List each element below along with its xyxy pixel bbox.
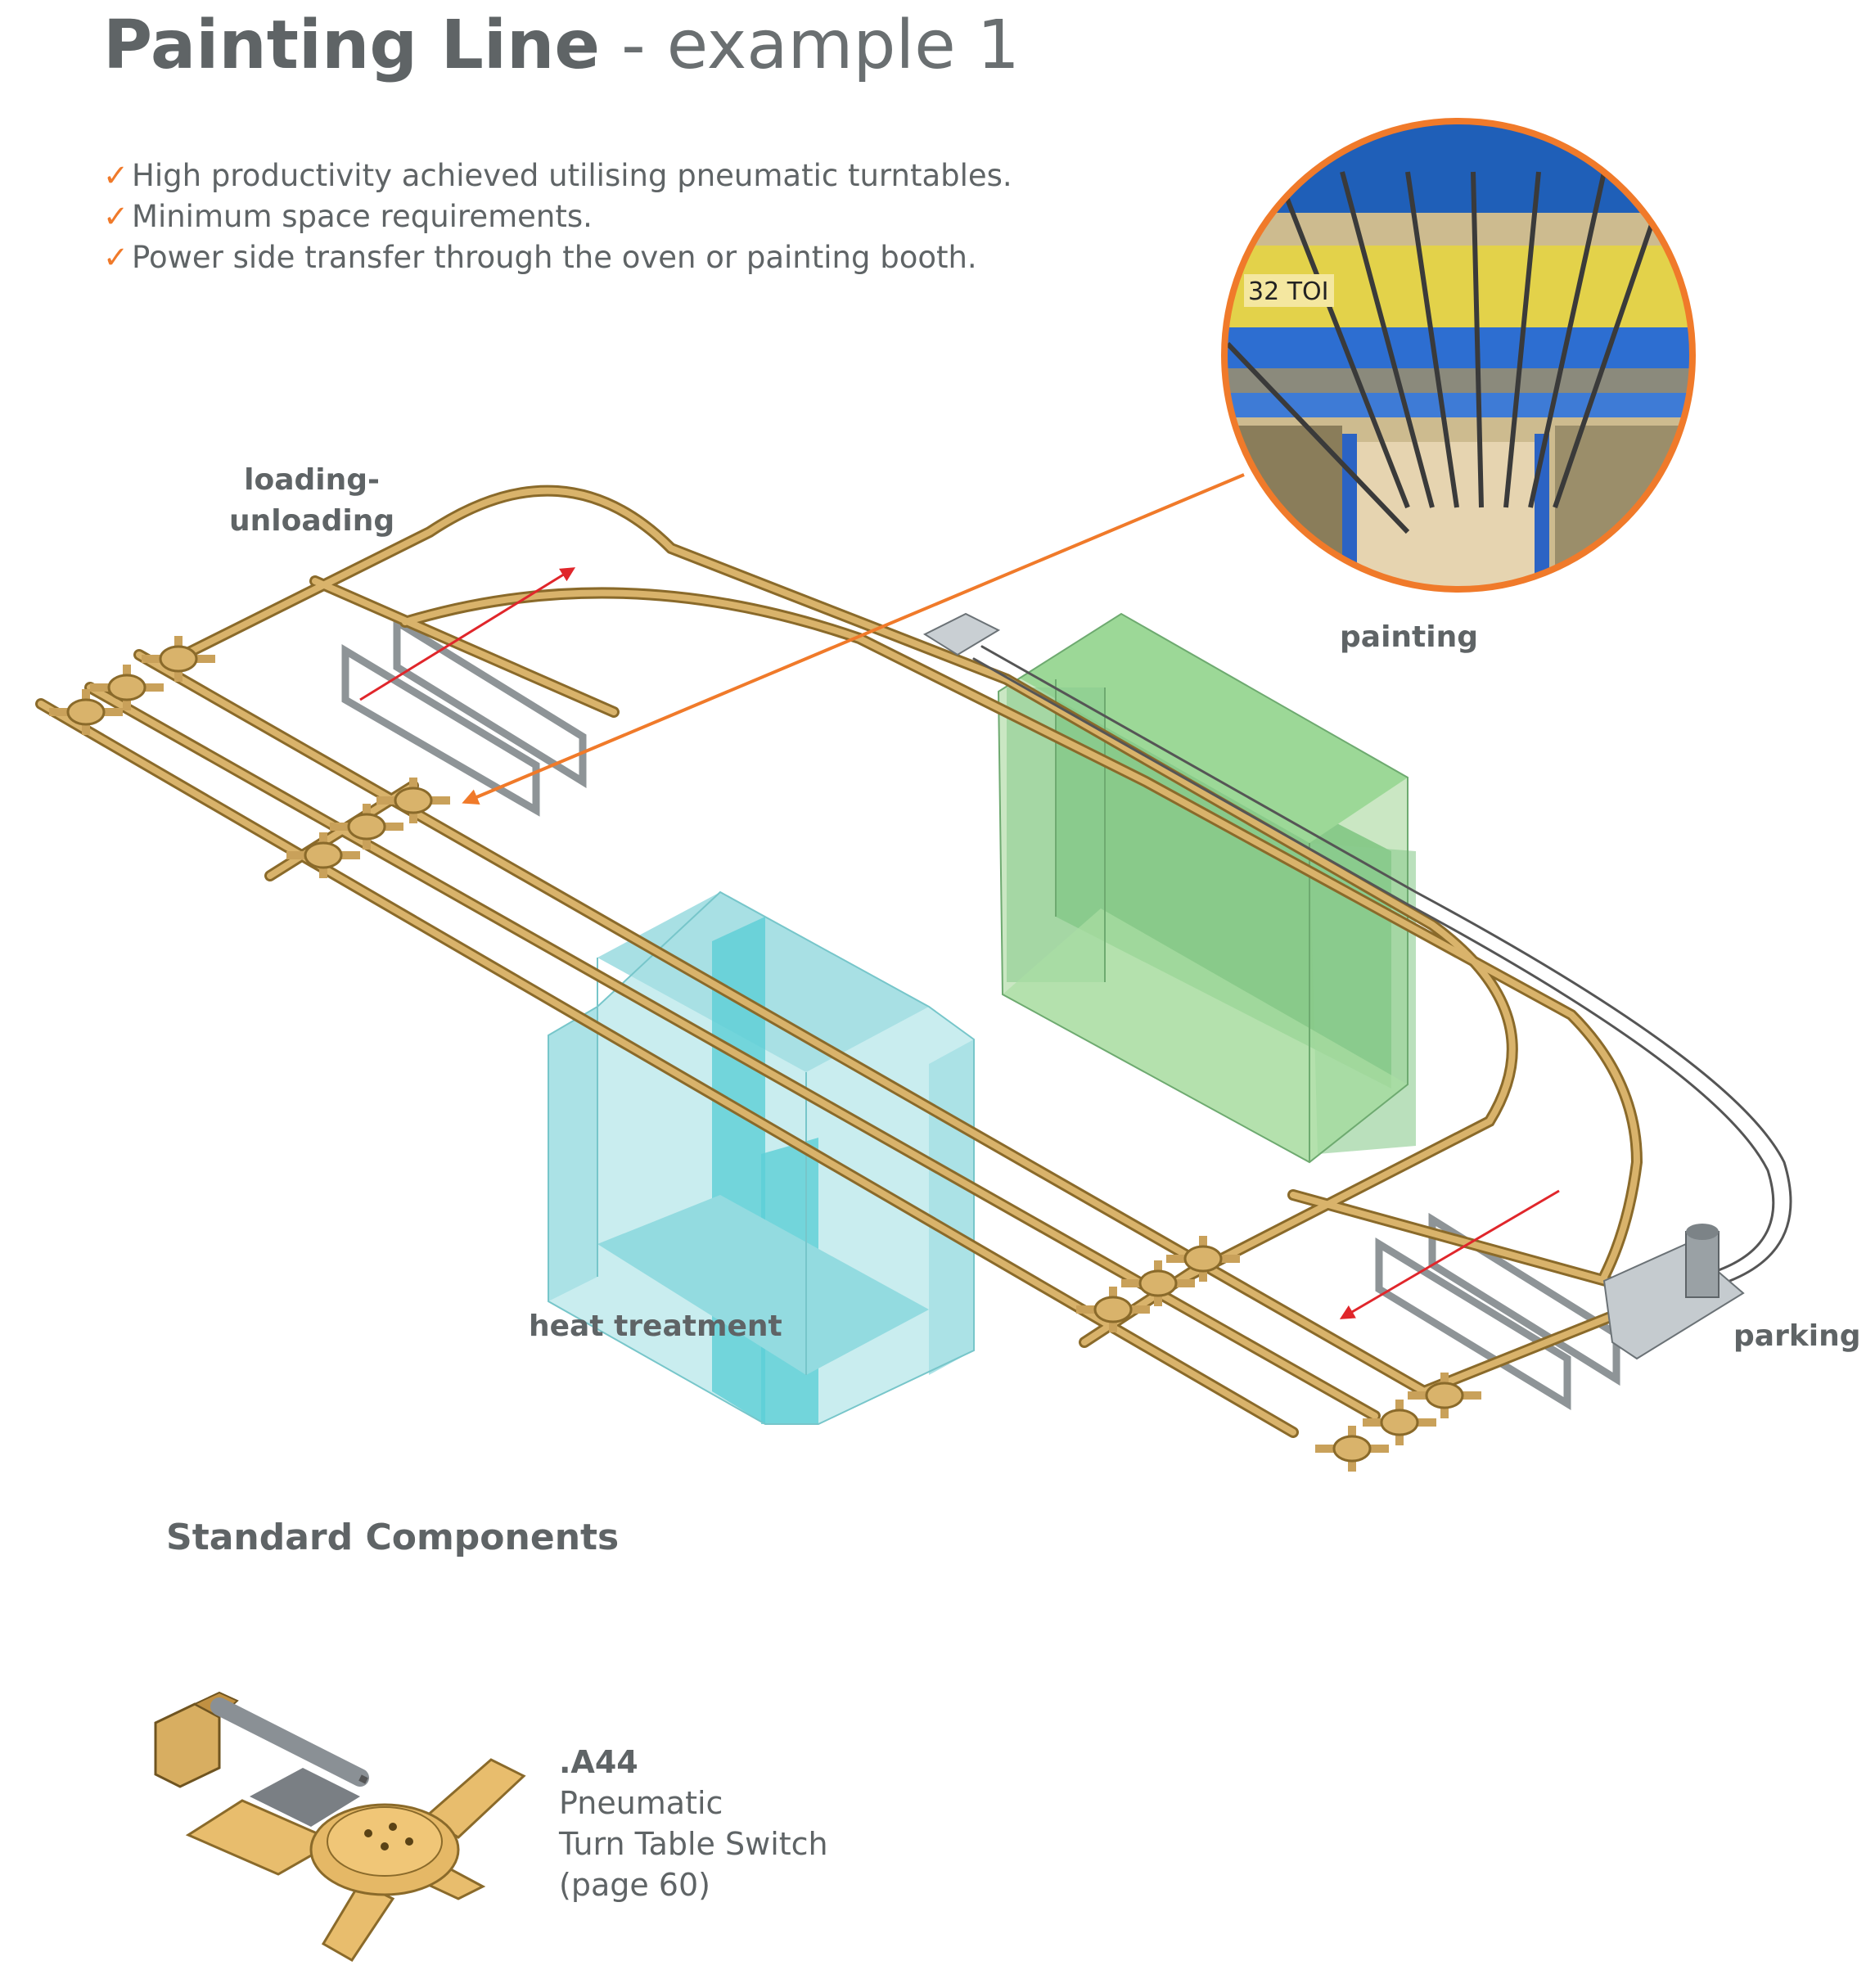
painting-booth bbox=[997, 612, 1416, 1164]
component-name-line: Turn Table Switch bbox=[559, 1826, 828, 1862]
section-title: Standard Components bbox=[166, 1517, 620, 1558]
feature-item: ✓Minimum space requirements. bbox=[103, 199, 593, 234]
feature-item: ✓Power side transfer through the oven or… bbox=[103, 240, 977, 275]
painting-photo-inset: 32 TOI bbox=[1221, 118, 1696, 593]
heat-treatment-oven bbox=[548, 890, 975, 1425]
check-icon: ✓ bbox=[103, 158, 129, 193]
callout-line bbox=[462, 473, 1245, 805]
loading-frames bbox=[341, 615, 1620, 1411]
component-page-ref: (page 60) bbox=[559, 1867, 710, 1903]
page-title: Painting Line - example 1 bbox=[103, 7, 1020, 84]
loading-direction-arrow bbox=[359, 567, 576, 701]
feature-list: ✓High productivity achieved utilising pn… bbox=[103, 156, 1012, 278]
heat-treatment-label: heat treatment bbox=[529, 1310, 782, 1343]
component-name-line: Pneumatic bbox=[559, 1785, 723, 1821]
check-icon: ✓ bbox=[103, 240, 129, 275]
painting-label: painting bbox=[1340, 620, 1478, 654]
transfer-plate-top bbox=[922, 612, 1001, 656]
parking-label: parking bbox=[1733, 1319, 1861, 1353]
parking-direction-arrow bbox=[1339, 1189, 1560, 1319]
loading-unloading-label: loading- unloading bbox=[229, 463, 395, 538]
check-icon: ✓ bbox=[103, 199, 129, 234]
component-code: .A44 bbox=[559, 1744, 638, 1780]
feature-item: ✓High productivity achieved utilising pn… bbox=[103, 158, 1012, 193]
turntables bbox=[49, 636, 1481, 1472]
turntable-switch-illustration bbox=[154, 1691, 526, 1962]
parking-drive-unit bbox=[1602, 1224, 1745, 1360]
component-description: .A44 Pneumatic Turn Table Switch (page 6… bbox=[559, 1742, 828, 1905]
photo-sign-text: 32 TOI bbox=[1248, 277, 1329, 306]
